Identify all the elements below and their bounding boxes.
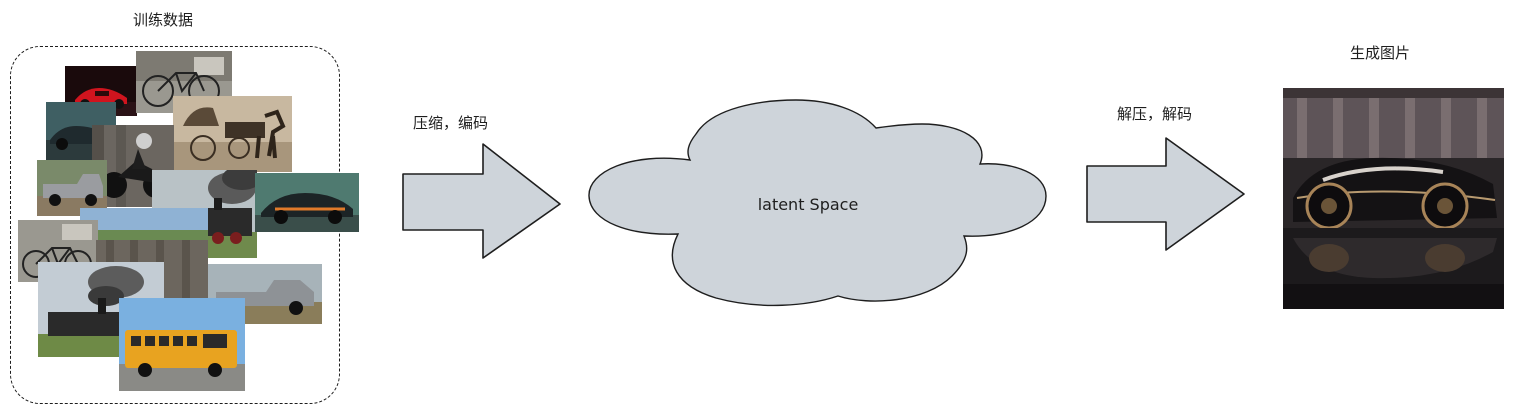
latent-space-label: latent Space (758, 195, 859, 214)
encode-label: 压缩，编码 (413, 114, 489, 132)
training-data-title: 训练数据 (133, 11, 194, 29)
training-image-hypercar (255, 173, 359, 232)
training-image-pickup-truck (37, 160, 107, 216)
training-image-bicycle (136, 51, 232, 113)
latent-space-cloud (588, 99, 1047, 307)
encode-arrow (402, 143, 561, 259)
generated-image-title: 生成图片 (1350, 44, 1411, 62)
training-image-road-scene (80, 208, 208, 240)
decode-label: 解压，解码 (1117, 105, 1193, 123)
generated-image (1283, 88, 1504, 309)
training-image-school-bus (119, 298, 245, 391)
decode-arrow (1086, 137, 1245, 251)
training-image-horse-carriage (173, 96, 292, 172)
